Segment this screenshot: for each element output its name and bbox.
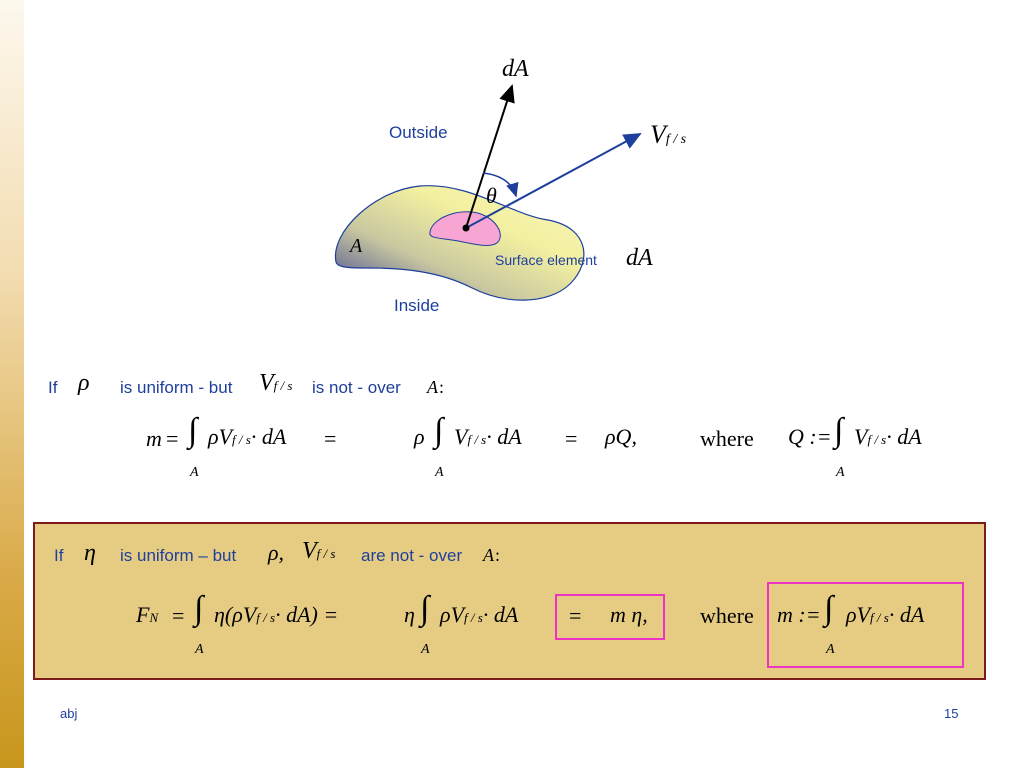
eq2-mdot-eta: m η, <box>610 602 648 627</box>
line1-colon: : <box>439 377 445 397</box>
eq1-integral-2: ∫ <box>434 412 444 449</box>
eq2-limit-2: A <box>421 642 430 657</box>
rho: ρ <box>208 424 219 449</box>
eq1-where: where <box>700 426 754 451</box>
box-colon: : <box>495 545 501 565</box>
eq1-mdot: m <box>146 426 162 451</box>
V-symbol: V <box>856 602 871 627</box>
box-rho-comma: ρ, <box>268 540 285 565</box>
eq2-term-1: η(ρVf / s· dA) = <box>214 602 338 628</box>
eq1-integral-1: ∫ <box>188 412 198 449</box>
V-symbol: V <box>302 538 317 564</box>
rho: ρ <box>440 602 451 627</box>
line1-text2: is not - over <box>312 378 401 397</box>
footer-page-number: 15 <box>944 706 959 721</box>
V-symbol: V <box>854 424 868 449</box>
dot-dA-close: · dA) = <box>275 602 339 627</box>
eq2-integral-1: ∫ <box>194 590 204 627</box>
eq1-integral-3: ∫ <box>834 412 844 449</box>
eq1-Q-def: Q := <box>788 424 832 449</box>
F-subscript: N <box>149 610 159 625</box>
eq1-limit-1: A <box>190 465 199 480</box>
V-subscript: f / s <box>256 610 276 625</box>
highlight-box <box>33 522 986 680</box>
V-subscript: f / s <box>232 432 251 447</box>
box-V: Vf / s <box>302 538 335 565</box>
point-marker <box>462 224 470 232</box>
surface-element-label: Surface element <box>495 252 597 268</box>
eq1-equals-a: = <box>324 426 337 451</box>
eq2-eta: η <box>404 602 415 627</box>
line1-V: Vf / s <box>259 370 292 397</box>
eq1-rhoQ: ρQ, <box>605 424 637 449</box>
surface-diagram <box>334 84 642 301</box>
eq2-integral-2: ∫ <box>420 590 430 627</box>
vector-dA-arrow <box>465 84 515 229</box>
V-subscript: f / s <box>870 610 889 625</box>
dot-dA: · dA <box>486 424 522 449</box>
eq2-term-3: ρVf / s· dA <box>846 602 924 628</box>
V-subscript: f / s <box>316 546 336 561</box>
line1-text1: is uniform - but <box>120 378 233 397</box>
box-text2: are not - over <box>361 546 463 565</box>
line1-A: A <box>427 377 438 397</box>
eq1-equals-b: = <box>565 426 578 451</box>
eq2-limit-3: A <box>826 642 835 657</box>
V-symbol: V <box>218 424 233 449</box>
eq2-equals-boxed: = <box>569 603 582 628</box>
eq2-where: where <box>700 603 754 628</box>
line1-rho: ρ <box>78 370 90 396</box>
eq2-term-2: ρVf / s· dA <box>440 602 518 628</box>
V-symbol: V <box>650 120 666 149</box>
eq1-limit-3: A <box>836 465 845 480</box>
theta-label: θ <box>486 183 497 208</box>
eq2-equals: = <box>172 603 185 628</box>
vector-V-label: Vf / s <box>650 120 686 150</box>
V-subscript: f / s <box>867 432 887 447</box>
eq2-FN: FN <box>136 602 158 628</box>
eq1-limit-2: A <box>435 465 444 480</box>
box-text1: is uniform – but <box>120 546 237 565</box>
eq2-integral-3: ∫ <box>824 590 834 627</box>
rho: ρ <box>846 602 857 627</box>
eq2-limit-1: A <box>195 642 204 657</box>
vector-V-arrow <box>465 133 642 229</box>
box-eta: η <box>84 540 96 566</box>
V-symbol: V <box>450 602 465 627</box>
V-symbol: V <box>259 370 274 396</box>
highlight-rect-result <box>555 594 665 640</box>
footer-author: abj <box>60 706 78 721</box>
V-subscript: f / s <box>273 378 293 393</box>
eq2-mdot-def: m := <box>777 602 821 627</box>
V-symbol: V <box>454 424 468 449</box>
highlight-rect-definition <box>767 582 964 668</box>
F-symbol: F <box>136 602 150 627</box>
theta-arc <box>482 172 519 198</box>
eta-paren: η(ρ <box>214 602 243 627</box>
V-subscript: f / s <box>464 610 483 625</box>
sidebar-gradient <box>0 0 24 768</box>
eq1-term-1: ρVf / s· dA <box>208 424 286 450</box>
dot-dA: · dA <box>482 602 519 627</box>
eq1-term-3: Vf / s· dA <box>854 424 922 450</box>
dot-dA: · dA <box>250 424 287 449</box>
eq1-equals: = <box>166 426 179 451</box>
line1-if: If <box>48 378 58 397</box>
V-subscript: f / s <box>467 432 487 447</box>
surface-A-label: A <box>350 235 363 257</box>
surface-element-symbol: dA <box>626 245 653 271</box>
inside-label: Inside <box>394 296 440 315</box>
box-if: If <box>54 546 64 565</box>
dot-dA: · dA <box>888 602 925 627</box>
outside-label: Outside <box>389 123 448 142</box>
vector-dA-label: dA <box>502 56 529 82</box>
eq1-rho-2: ρ <box>414 424 425 449</box>
surface-A <box>334 185 585 301</box>
V-symbol: V <box>242 602 257 627</box>
V-subscript: f / s <box>665 132 687 147</box>
dot-dA: · dA <box>886 424 922 449</box>
eq1-term-2: Vf / s· dA <box>454 424 522 450</box>
box-A: A <box>483 545 494 565</box>
